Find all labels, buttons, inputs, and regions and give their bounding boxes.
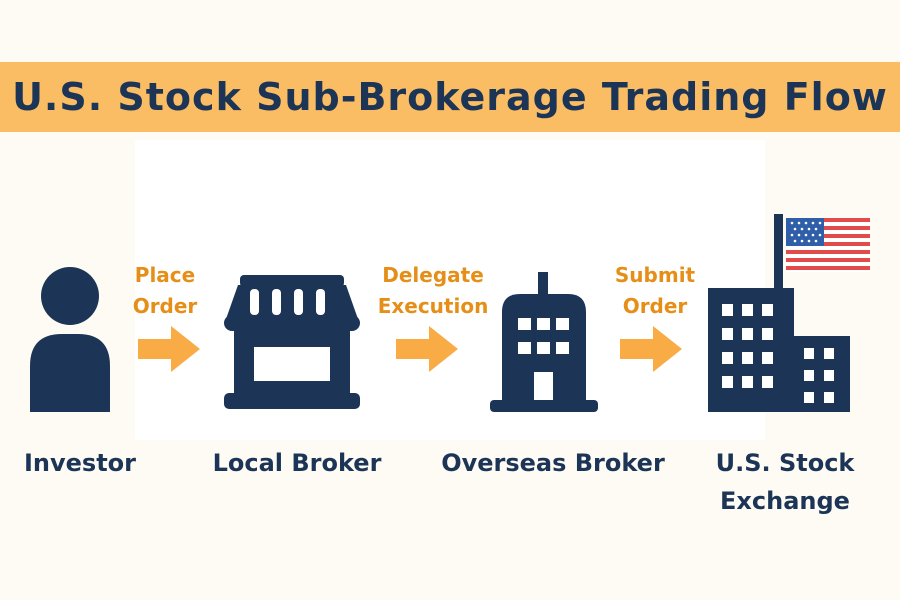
title-banner [0, 62, 900, 132]
step-label-investor: Investor [23, 449, 137, 477]
storefront-icon [224, 275, 360, 409]
office-building-icon [490, 272, 598, 412]
person-icon [30, 267, 110, 412]
arrow-right-icon [138, 326, 200, 372]
arrow-right-icon [620, 326, 682, 372]
us-flag-icon [786, 218, 870, 272]
arrow-right-icon [396, 326, 458, 372]
page-title: U.S. Stock Sub-Brokerage Trading Flow [12, 75, 888, 119]
step-label-overseas-broker: Overseas Broker [441, 449, 665, 477]
step-label-local-broker: Local Broker [212, 449, 382, 477]
exchange-building-flag-icon [708, 214, 870, 412]
